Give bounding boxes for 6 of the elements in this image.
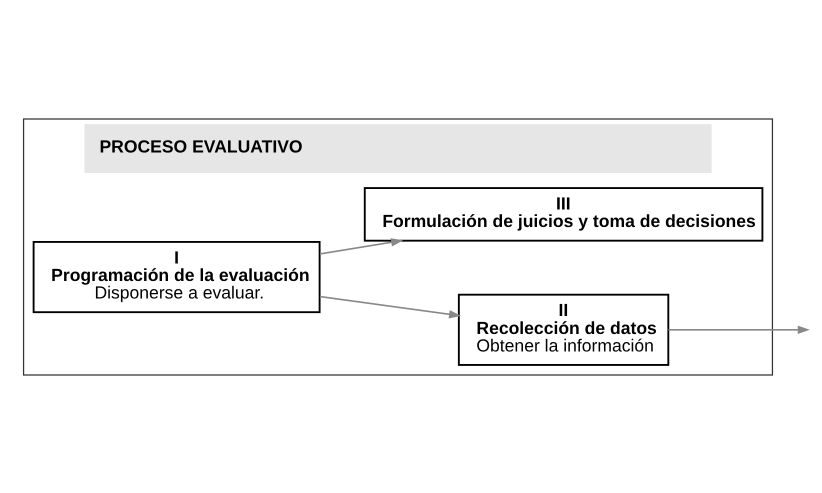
node-box: III Formulación de juicios y toma de decisiones [364,186,764,242]
node-box: II Recolección de datos Obtener la información [458,293,670,366]
arrow [320,238,404,254]
arrow [668,325,810,334]
arrow [320,295,462,318]
node-box: I Programación de la evaluación Disponerse a evaluar. [32,240,321,313]
